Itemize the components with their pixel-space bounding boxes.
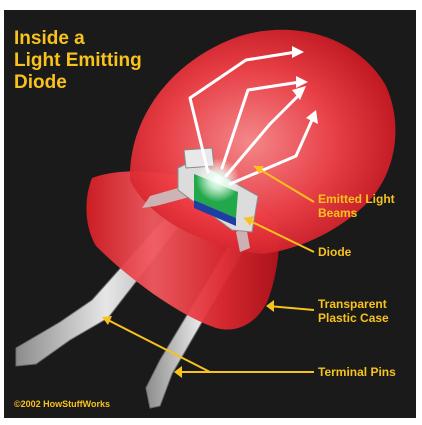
copyright-notice: ©2002 HowStuffWorks (14, 399, 110, 410)
label-emitted-light-beams: Emitted Light Beams (318, 192, 395, 220)
title-line-1: Inside a (14, 28, 214, 50)
label-terminal-pins-text: Terminal Pins (318, 365, 396, 379)
light-glow (196, 158, 240, 202)
label-transparent-plastic-case: Transparent Plastic Case (318, 297, 389, 325)
label-diode-text: Diode (318, 245, 351, 259)
label-emitted-light-line-2: Beams (318, 206, 395, 220)
label-diode: Diode (318, 245, 351, 259)
label-case-line-2: Plastic Case (318, 311, 389, 325)
diagram-title: Inside a Light Emitting Diode (14, 28, 214, 94)
label-emitted-light-line-1: Emitted Light (318, 192, 395, 206)
title-line-2: Light Emitting (14, 50, 214, 72)
label-case-line-1: Transparent (318, 297, 389, 311)
title-line-3: Diode (14, 72, 214, 94)
label-terminal-pins: Terminal Pins (318, 365, 396, 379)
